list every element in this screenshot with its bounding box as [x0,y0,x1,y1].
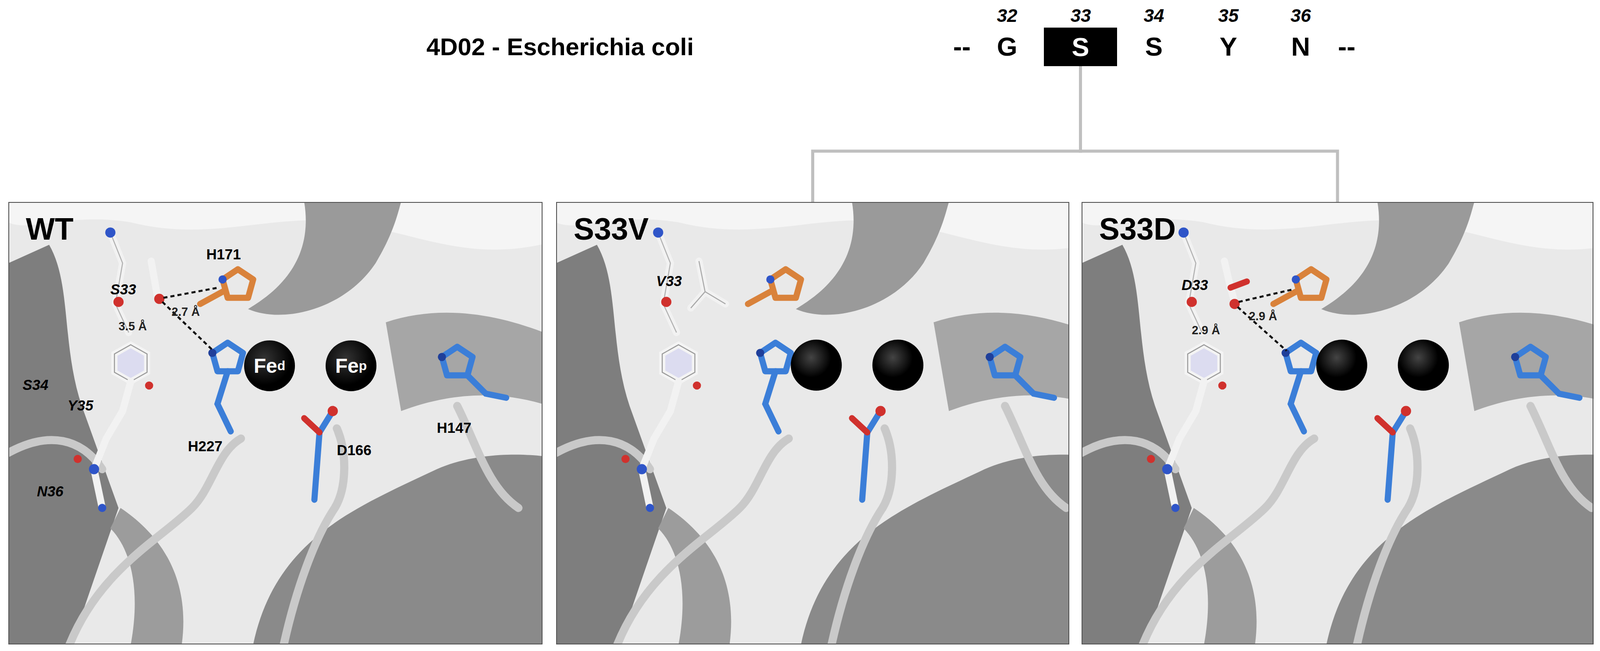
residue-label: Y35 [67,397,94,414]
residue-letter: N [1291,32,1310,62]
panel-title: WT [25,211,74,247]
atom-label: Fe [253,354,278,378]
residue-label: D166 [337,442,372,459]
residue-label: H227 [188,438,223,455]
distance-label: 2.9 Å [1248,310,1278,324]
residue-label: S33 [110,281,137,298]
residue-letter: G [996,32,1018,62]
sequence-gap: -- [953,32,971,62]
residue-label: V33 [656,273,682,290]
residue-number: 32 [996,5,1018,26]
residue-letter: S [1145,32,1163,62]
residue-number: 35 [1218,5,1239,26]
distance-label: 2.7 Å [171,305,200,320]
structure-panel: S33V [556,202,1070,645]
residue-number: 33 [1070,5,1092,26]
residue-letter: S [1071,31,1090,63]
panel-title: S33V [573,211,649,247]
distance-label: 3.5 Å [118,320,147,334]
iron-atom: Fed [244,340,295,392]
iron-atom: Fep [325,340,377,392]
residue-label: H147 [436,420,472,437]
residue-label: H171 [206,246,242,263]
distance-label: 2.9 Å [1191,324,1221,338]
residue-letter: Y [1219,32,1238,62]
residue-number: 34 [1143,5,1165,26]
atom-label: Fe [335,354,359,378]
residue-label: N36 [36,483,64,500]
structure-panel: S33D [1081,202,1594,645]
panel-title: S33D [1099,211,1176,247]
bracket-connector [812,66,1081,203]
sequence-highlight-box: S [1043,27,1118,67]
subscript-text: p [358,358,367,374]
organism-title: 4D02 - Escherichia coli [426,33,694,61]
residue-label: S34 [22,377,49,394]
subscript-text: d [277,358,286,374]
sequence-gap: -- [1337,32,1356,62]
bracket-connector [1080,66,1338,203]
residue-label: D33 [1181,277,1209,294]
residue-number: 36 [1290,5,1312,26]
